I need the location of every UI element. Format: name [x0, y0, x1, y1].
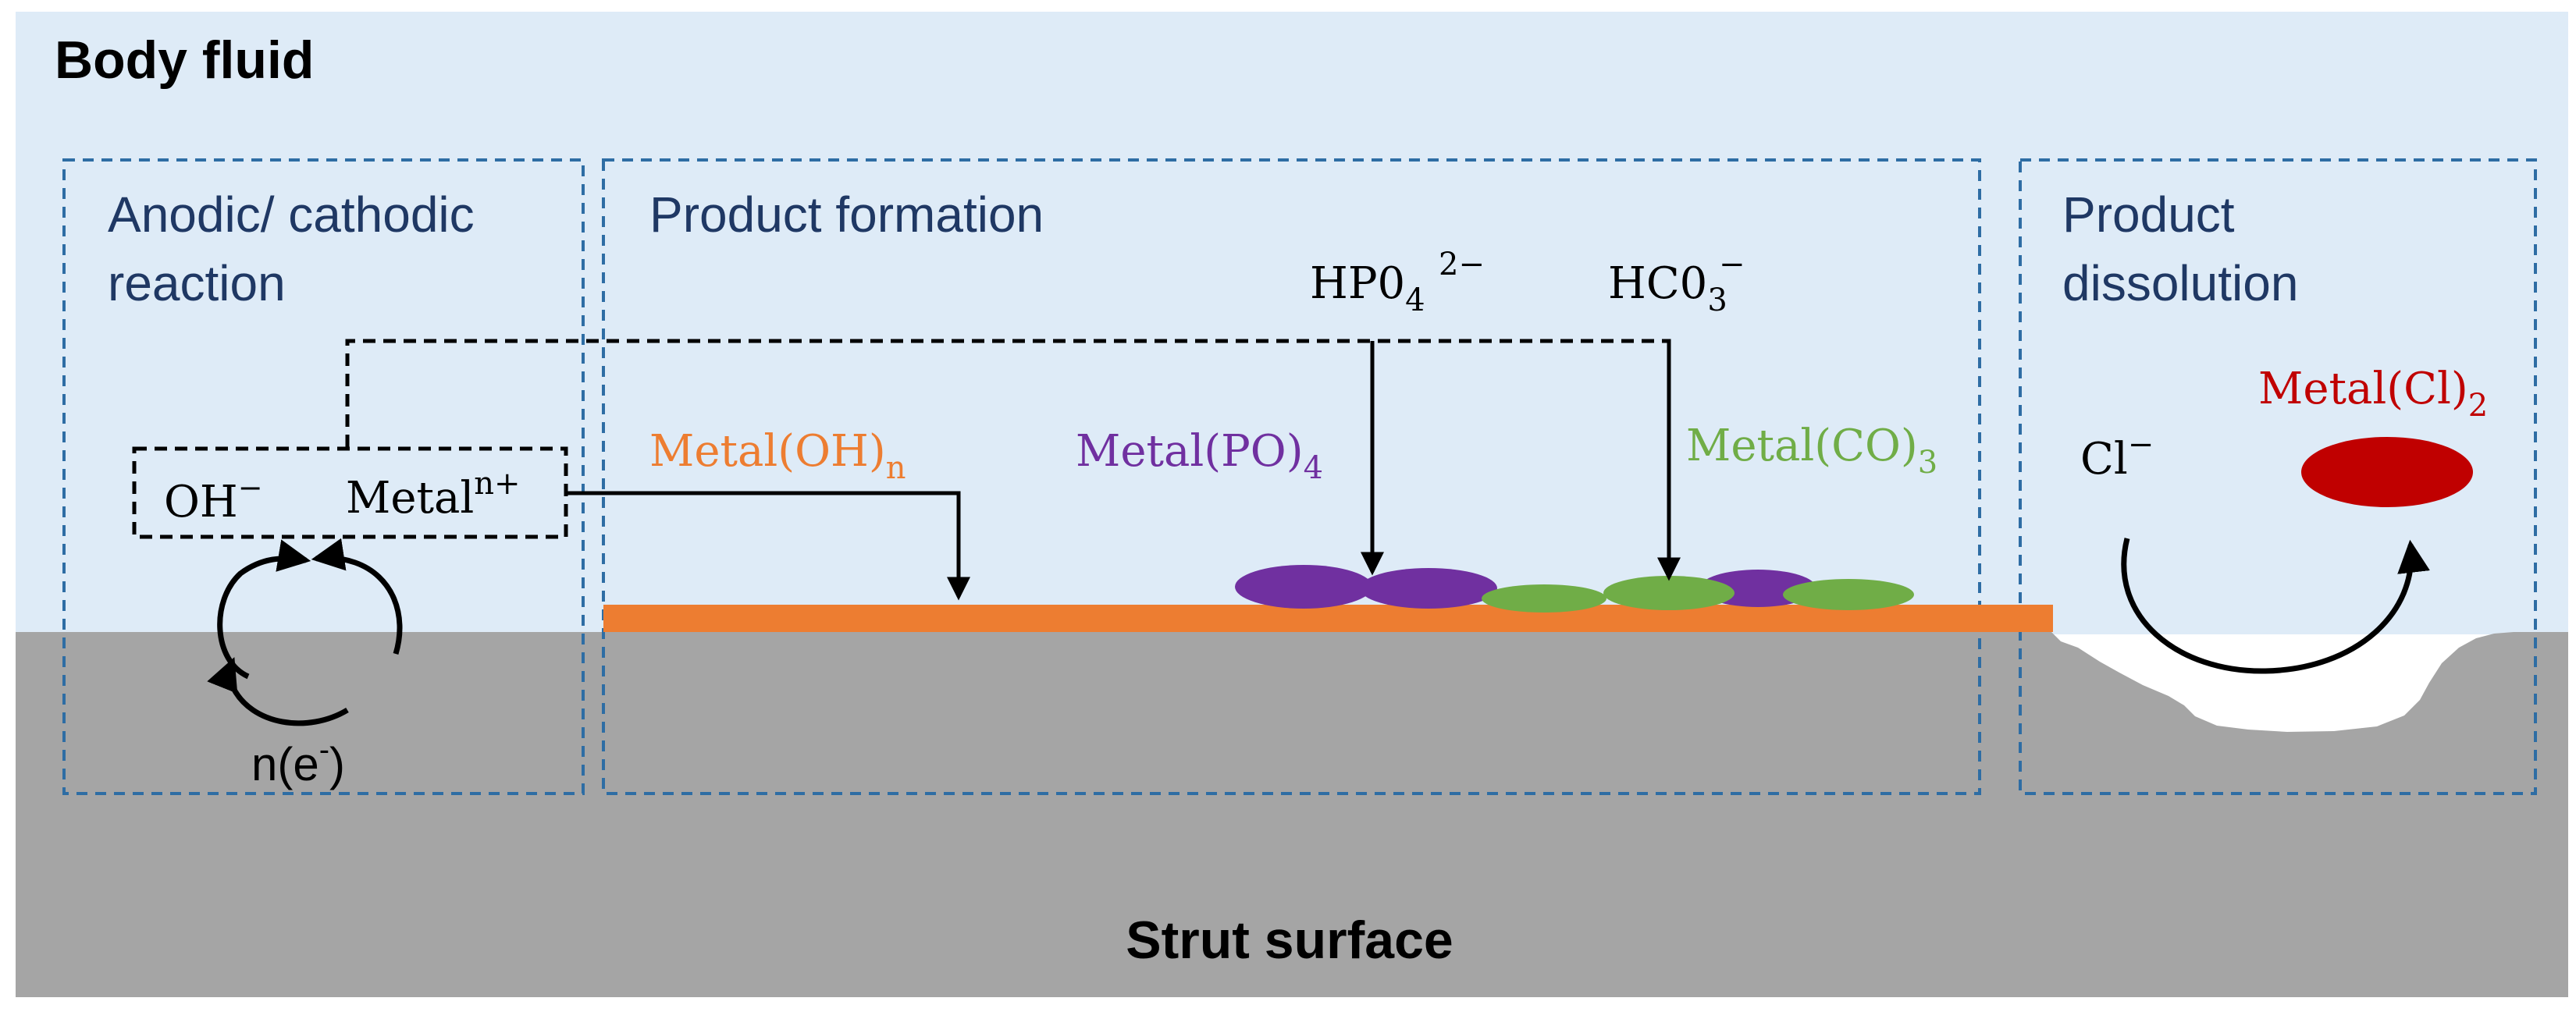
electron-charge: -: [319, 733, 329, 767]
electron-label: n(e-): [251, 733, 345, 790]
electron-cycle-arrow-bottom: [207, 657, 349, 726]
carbonate-particle-3: [1783, 579, 1914, 610]
electron-cycle-arrow-left: [217, 539, 311, 680]
phosphate-product-label: Metal(PO)4: [1076, 426, 1323, 486]
panel-dissolution-title-line2: dissolution: [2062, 255, 2298, 311]
strut-surface-region: [16, 632, 2568, 997]
carbonate-product-text: Metal(CO): [1686, 421, 1918, 471]
metal-ion-to-surface-arrow: [566, 491, 970, 601]
hydroxide-product-text: Metal(OH): [649, 426, 886, 477]
chloride-product-particle: [2301, 437, 2473, 507]
electron-text: n(e: [251, 738, 319, 790]
carbonate-text: HC0: [1608, 258, 1707, 309]
carbonate-subscript: 3: [1707, 282, 1727, 318]
chloride-charge: −: [2128, 427, 2154, 463]
chloride-text: Cl: [2080, 434, 2128, 485]
panel-dissolution-title-line1: Product: [2062, 186, 2235, 243]
phosphate-charge: 2−: [1439, 247, 1485, 282]
hydroxide-ion-label: OH−: [164, 470, 263, 527]
phosphate-product-subscript: 4: [1304, 450, 1323, 486]
carbonate-particle-2: [1603, 576, 1735, 610]
panel-anodic-cathodic: [62, 158, 585, 795]
phosphate-particle-2: [1360, 568, 1497, 609]
metal-ion-charge: n+: [474, 466, 520, 502]
carbonate-product-label: Metal(CO)3: [1686, 421, 1937, 481]
dissolution-arrow: [2121, 538, 2430, 674]
hydroxide-product-layer: [603, 605, 2053, 632]
chloride-ion-label: Cl−: [2080, 427, 2154, 485]
phosphate-text: HP0: [1310, 258, 1405, 309]
carbonate-particle-1: [1482, 584, 1606, 613]
metal-ion-text: Metal: [346, 473, 474, 524]
carbonate-charge: −: [1719, 247, 1745, 282]
phosphate-particle-1: [1235, 565, 1372, 609]
chloride-product-label: Metal(Cl)2: [2258, 364, 2488, 424]
phosphate-ion-label: HP04 2−: [1310, 247, 1485, 318]
chloride-product-text: Metal(Cl): [2258, 364, 2468, 414]
panel-anodic-title-line1: Anodic/ cathodic: [108, 186, 475, 243]
hydroxide-charge: −: [238, 470, 263, 505]
panel-product-dissolution: [2019, 158, 2537, 795]
panel-anodic-title-line2: reaction: [108, 255, 286, 311]
hydroxide-text: OH: [164, 477, 238, 527]
phosphate-product-text: Metal(PO): [1076, 426, 1304, 477]
carbonate-ion-label: HC03−: [1608, 247, 1745, 318]
chloride-product-subscript: 2: [2468, 388, 2488, 424]
panel-product-formation: [602, 158, 1981, 795]
hydroxide-product-label: Metal(OH)n: [649, 426, 906, 486]
panel-formation-title: Product formation: [649, 186, 1044, 243]
hydroxide-product-subscript: n: [886, 450, 906, 486]
electron-close: ): [329, 738, 345, 790]
body-fluid-label: Body fluid: [55, 30, 314, 90]
carbonate-product-subscript: 3: [1918, 445, 1937, 481]
phosphate-subscript: 4: [1405, 282, 1425, 318]
metal-ion-label: Metaln+: [346, 466, 521, 524]
electron-cycle-arrow-right: [311, 538, 403, 655]
body-fluid-region: [16, 12, 2568, 634]
strut-surface-label: Strut surface: [1126, 911, 1453, 970]
